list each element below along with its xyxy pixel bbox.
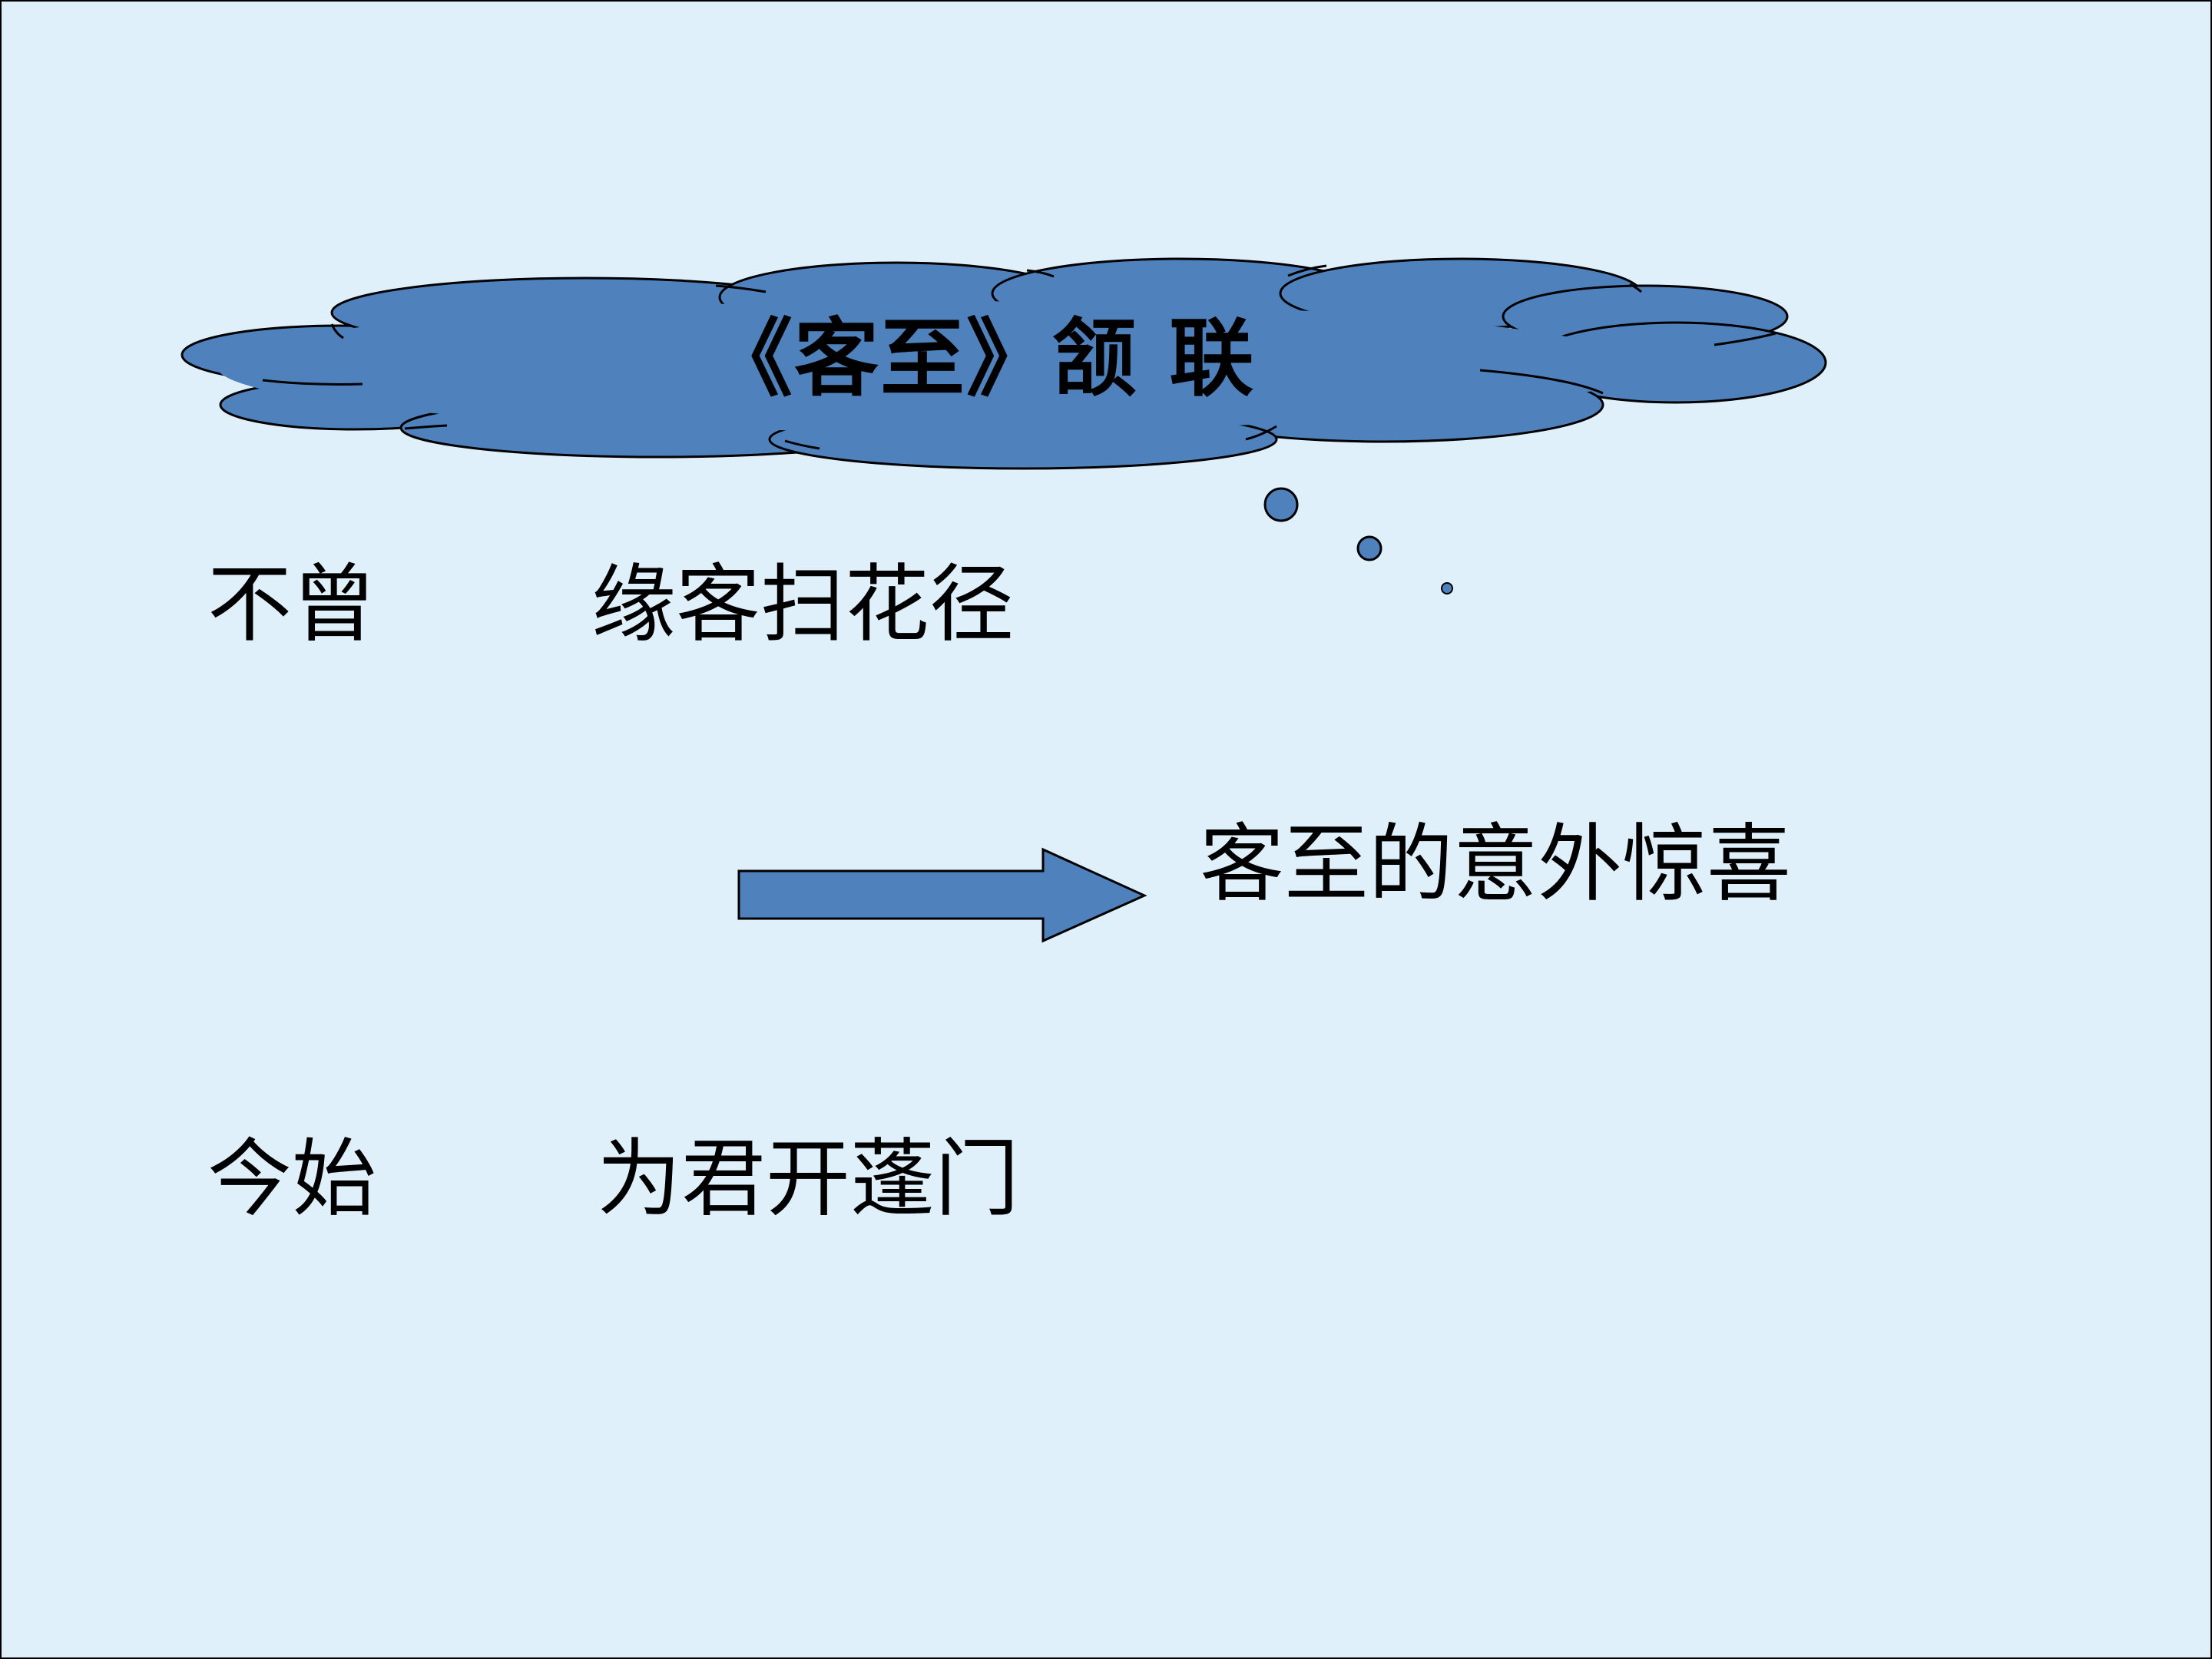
title-cloud	[180, 257, 1827, 470]
thought-bubble-medium	[1356, 535, 1382, 561]
right-arrow	[737, 847, 1147, 943]
thought-bubble-small	[1441, 582, 1453, 594]
row-1-right-text: 缘客扫花径	[591, 555, 1014, 654]
row-2-right-text: 为君开蓬门	[597, 1130, 1019, 1228]
slide-title: 《客至》颔 联	[708, 309, 1256, 408]
thought-bubble-large	[1263, 487, 1299, 522]
row-1-left-text: 不曾	[207, 555, 376, 654]
row-2-left-text: 今始	[207, 1130, 376, 1228]
result-text: 客至的意外惊喜	[1200, 815, 1791, 913]
